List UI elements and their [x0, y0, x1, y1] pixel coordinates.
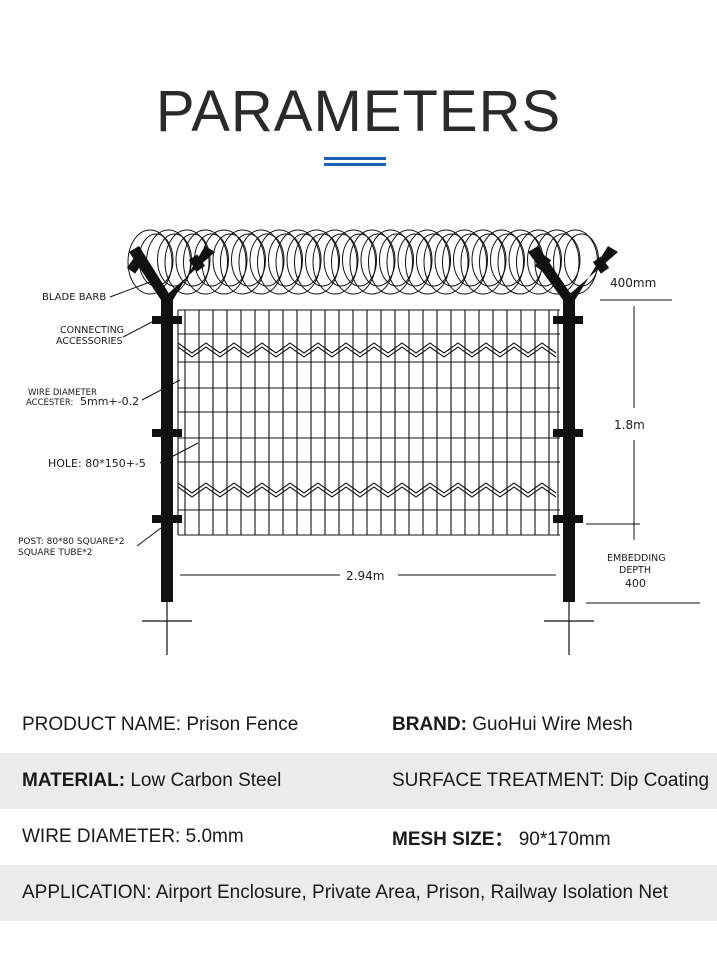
ground-markers: [142, 602, 594, 655]
embedding-value: 400: [625, 577, 646, 590]
product-name-label: PRODUCT NAME:: [22, 714, 182, 735]
mesh-size-value: 90*170mm: [518, 828, 611, 850]
embedding-label-2: DEPTH: [619, 565, 651, 576]
spec-row-2: MATERIAL: Low Carbon Steel SURFACE TREAT…: [0, 753, 717, 809]
spec-row-3: WIRE DIAMETER: 5.0mm MESH SIZE： 90*170mm: [0, 809, 717, 865]
dimension-lines: [180, 299, 700, 604]
right-post: [528, 246, 618, 602]
surface-value: Dip Coating: [609, 770, 710, 791]
material-label: MATERIAL:: [22, 770, 126, 791]
spec-row-4: APPLICATION: Airport Enclosure, Private …: [0, 865, 717, 921]
fence-diagram: BLADE BARB CONNECTING ACCESSORIES WIRE D…: [18, 229, 700, 655]
wire-diameter-value: 5mm+-0.2: [80, 395, 139, 408]
post-label-2: SQUARE TUBE*2: [18, 548, 93, 558]
brand-value: GuoHui Wire Mesh: [472, 714, 633, 735]
page-title: PARAMETERS: [155, 79, 562, 144]
leader-lines: [109, 281, 199, 547]
left-post: [126, 246, 215, 602]
connecting-label-2: ACCESSORIES: [56, 336, 123, 347]
brand-label: BRAND:: [392, 714, 467, 735]
wire-diameter-label-2: ACCESTER:: [26, 398, 73, 408]
embedding-label-1: EMBEDDING: [607, 553, 666, 564]
width-dimension: 2.94m: [346, 569, 384, 583]
product-name-value: Prison Fence: [186, 714, 299, 735]
height-dimension: 1.8m: [614, 418, 645, 432]
connecting-label-1: CONNECTING: [60, 325, 124, 336]
title-underline-1: [324, 157, 386, 160]
wire-diameter-label: WIRE DIAMETER:: [22, 826, 181, 847]
hole-label: HOLE: 80*150+-5: [48, 457, 146, 470]
blade-barb-label: BLADE BARB: [42, 292, 106, 303]
surface-label: SURFACE TREATMENT:: [392, 770, 605, 791]
application-label: APPLICATION:: [22, 882, 152, 903]
material-value: Low Carbon Steel: [130, 770, 282, 791]
mesh-size-label: MESH SIZE：: [392, 828, 514, 850]
wire-diameter-value: 5.0mm: [185, 826, 244, 847]
application-value: Airport Enclosure, Private Area, Prison,…: [155, 882, 668, 903]
wire-diameter-label-1: WIRE DIAMETER: [28, 388, 97, 398]
spec-table: PRODUCT NAME: Prison Fence BRAND: GuoHui…: [0, 697, 717, 921]
post-label-1: POST: 80*80 SQUARE*2: [18, 537, 125, 547]
title-underline-2: [324, 163, 386, 166]
top-dimension: 400mm: [610, 276, 656, 290]
spec-row-1: PRODUCT NAME: Prison Fence BRAND: GuoHui…: [0, 697, 717, 753]
wire-mesh-panel: [177, 309, 560, 536]
